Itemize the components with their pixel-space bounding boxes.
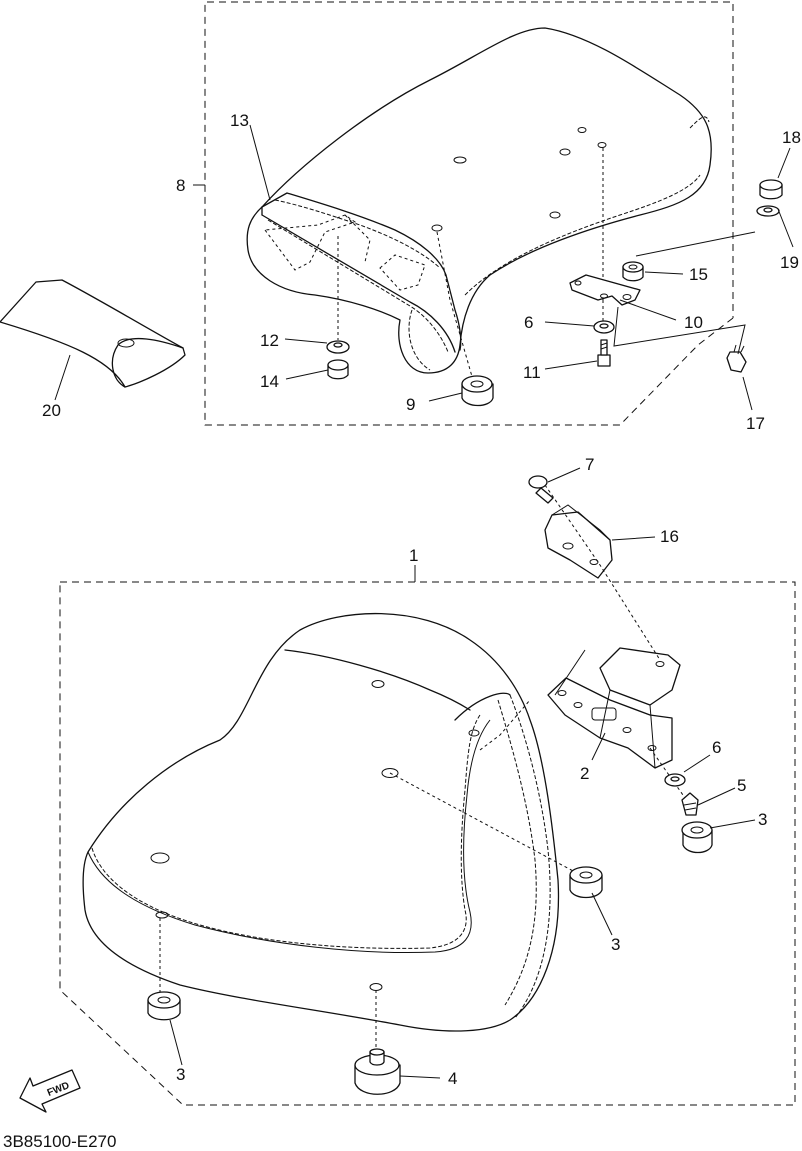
callout-3-right: 3	[758, 810, 767, 829]
callout-19: 19	[780, 253, 799, 272]
damper-3-left	[147, 991, 181, 1021]
front-seat-assembly	[82, 612, 560, 1032]
callout-20: 20	[42, 401, 61, 420]
callout-12: 12	[260, 331, 279, 350]
callout-18: 18	[782, 128, 801, 147]
clip-17	[726, 344, 747, 373]
callout-6-upper: 6	[524, 313, 533, 332]
upper-assembly-boundary	[204, 1, 734, 426]
bolt-11	[597, 339, 611, 367]
lower-connection-lines	[159, 484, 691, 1055]
callout-7: 7	[585, 455, 594, 474]
callout-8: 8	[176, 176, 185, 195]
washer-6-upper	[593, 320, 615, 334]
callout-3-left: 3	[176, 1065, 185, 1084]
bracket-10	[569, 274, 641, 306]
callout-13: 13	[230, 111, 249, 130]
callout-17: 17	[746, 414, 765, 433]
damper-9	[461, 375, 494, 407]
drawing-code: 3B85100-E270	[3, 1132, 116, 1151]
callout-15: 15	[689, 265, 708, 284]
lower-leader-lines	[169, 467, 756, 1079]
fwd-arrow-icon: FWD	[19, 1069, 81, 1113]
seat-cover	[0, 279, 186, 388]
callout-10: 10	[684, 313, 703, 332]
bracket-16	[544, 504, 613, 579]
callout-4: 4	[448, 1069, 457, 1088]
bolt-7	[528, 475, 554, 504]
callout-2: 2	[580, 764, 589, 783]
nut-15	[622, 261, 644, 282]
callout-6-lower: 6	[712, 738, 721, 757]
upper-leader-lines	[54, 124, 794, 411]
damper-3-right	[681, 821, 713, 854]
washer-6-lower	[664, 773, 686, 787]
callout-16: 16	[660, 527, 679, 546]
nut-14	[327, 359, 349, 380]
callout-14: 14	[260, 372, 279, 391]
washer-12	[326, 340, 350, 354]
lower-assembly-boundary	[59, 581, 796, 1106]
washer-19	[756, 205, 780, 217]
bracket-2	[547, 647, 681, 769]
rear-seat-assembly	[246, 27, 712, 374]
callout-9: 9	[406, 395, 415, 414]
callout-5: 5	[737, 776, 746, 795]
callout-11: 11	[523, 363, 541, 382]
callout-1: 1	[409, 546, 418, 565]
damper-4	[354, 1048, 401, 1095]
bolt-5	[681, 792, 699, 816]
callout-3-middle: 3	[611, 935, 620, 954]
damper-3-middle	[569, 866, 603, 899]
nut-18	[759, 179, 783, 200]
